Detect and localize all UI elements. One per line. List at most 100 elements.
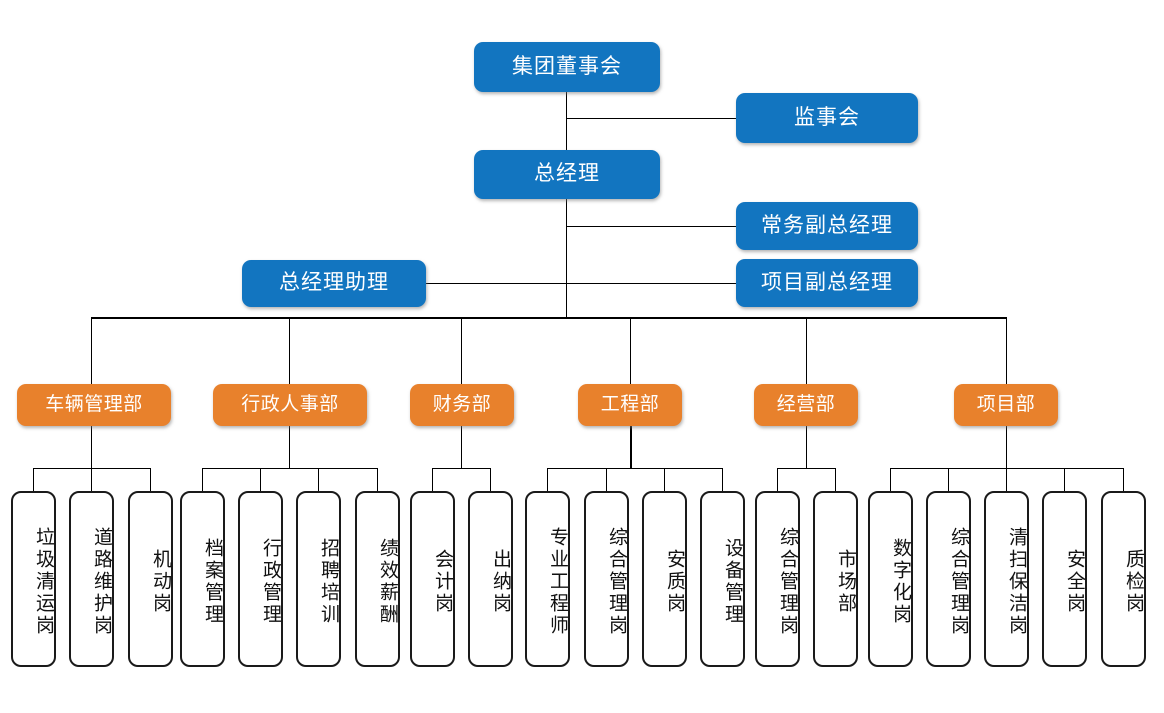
- node-position-safety[interactable]: 安全岗: [1042, 491, 1087, 667]
- node-position-label: 招聘培训: [318, 538, 339, 626]
- node-project-deputy-gm[interactable]: 项目副总经理: [736, 259, 918, 307]
- node-general-manager-label: 总经理: [534, 162, 600, 186]
- node-position-label: 数字化岗: [890, 538, 911, 626]
- connector-dept-1-leaf-0: [202, 468, 203, 491]
- node-department-label: 经营部: [776, 394, 836, 416]
- connector-dept-1-leaf-2: [318, 468, 319, 491]
- connector-dept-2-bus: [432, 468, 490, 469]
- connector-dept-4-drop: [806, 425, 807, 468]
- node-department-label: 项目部: [976, 394, 1036, 416]
- connector-bus-to-dept-5: [1006, 317, 1007, 384]
- node-project-deputy-gm-label: 项目副总经理: [761, 270, 893, 294]
- node-position-label: 安质岗: [664, 549, 685, 615]
- node-position-road-maintenance[interactable]: 道路维护岗: [69, 491, 114, 667]
- connector-dept-1-leaf-1: [260, 468, 261, 491]
- node-position-recruitment-training[interactable]: 招聘培训: [296, 491, 341, 667]
- node-position-project-general-management[interactable]: 综合管理岗: [926, 491, 971, 667]
- node-position-professional-engineer[interactable]: 专业工程师: [525, 491, 570, 667]
- node-position-cleaning-sanitation[interactable]: 清扫保洁岗: [984, 491, 1029, 667]
- connector-to-project-deputy: [566, 283, 736, 284]
- node-position-label: 会计岗: [432, 549, 453, 615]
- connector-dept-1-leaf-3: [377, 468, 378, 491]
- connector-to-supervisory: [566, 118, 736, 119]
- node-gm-assistant-label: 总经理助理: [279, 271, 389, 295]
- node-position-engineering-general-management[interactable]: 综合管理岗: [584, 491, 629, 667]
- connector-dept-1-drop: [289, 425, 290, 468]
- connector-dept-5-leaf-2: [1006, 468, 1007, 491]
- connector-dept-5-leaf-4: [1123, 468, 1124, 491]
- node-department-engineering[interactable]: 工程部: [578, 384, 682, 426]
- connector-dept-0-leaf-2: [150, 468, 151, 491]
- node-position-label: 设备管理: [722, 538, 743, 626]
- node-position-flexible-duty[interactable]: 机动岗: [128, 491, 173, 667]
- connector-dept-5-leaf-0: [890, 468, 891, 491]
- node-position-safety-quality[interactable]: 安质岗: [642, 491, 687, 667]
- node-supervisory-board-label: 监事会: [794, 105, 860, 129]
- connector-dept-2-drop: [461, 425, 462, 468]
- node-department-label: 财务部: [432, 394, 492, 416]
- node-department-admin-hr[interactable]: 行政人事部: [213, 384, 367, 426]
- node-position-marketing[interactable]: 市场部: [813, 491, 858, 667]
- connector-dept-3-leaf-1: [606, 468, 607, 491]
- node-position-equipment-management[interactable]: 设备管理: [700, 491, 745, 667]
- node-department-project[interactable]: 项目部: [954, 384, 1058, 426]
- connector-dept-2-leaf-1: [490, 468, 491, 491]
- connector-board-to-gm: [566, 92, 567, 150]
- node-department-finance[interactable]: 财务部: [410, 384, 514, 426]
- node-position-records-management[interactable]: 档案管理: [180, 491, 225, 667]
- node-position-administration[interactable]: 行政管理: [238, 491, 283, 667]
- node-position-label: 机动岗: [150, 549, 171, 615]
- node-position-label: 行政管理: [260, 538, 281, 626]
- node-position-label: 出纳岗: [490, 549, 511, 615]
- node-position-label: 清扫保洁岗: [1006, 527, 1027, 637]
- node-executive-deputy-gm-label: 常务副总经理: [761, 213, 893, 237]
- node-position-label: 绩效薪酬: [377, 538, 398, 626]
- node-position-performance-compensation[interactable]: 绩效薪酬: [355, 491, 400, 667]
- node-position-accounting[interactable]: 会计岗: [410, 491, 455, 667]
- node-position-label: 综合管理岗: [777, 527, 798, 637]
- connector-to-executive-deputy: [566, 226, 736, 227]
- node-position-digitalization[interactable]: 数字化岗: [868, 491, 913, 667]
- connector-dept-2-leaf-0: [432, 468, 433, 491]
- node-executive-deputy-gm[interactable]: 常务副总经理: [736, 202, 918, 250]
- node-position-waste-collection[interactable]: 垃圾清运岗: [11, 491, 56, 667]
- connector-bus-to-dept-0: [91, 317, 92, 384]
- connector-bus-to-dept-4: [806, 317, 807, 384]
- node-supervisory-board[interactable]: 监事会: [736, 93, 918, 143]
- node-position-label: 综合管理岗: [606, 527, 627, 637]
- connector-dept-3-leaf-0: [547, 468, 548, 491]
- connector-gm-to-lower: [566, 199, 567, 317]
- connector-dept-5-leaf-1: [948, 468, 949, 491]
- node-department-vehicle-management[interactable]: 车辆管理部: [17, 384, 171, 426]
- connector-dept-3-leaf-3: [722, 468, 723, 491]
- node-department-label: 工程部: [600, 394, 660, 416]
- connector-dept-0-drop: [91, 425, 92, 468]
- connector-dept-4-leaf-1: [835, 468, 836, 491]
- connector-dept-1-bus: [202, 468, 377, 469]
- node-position-quality-inspection[interactable]: 质检岗: [1101, 491, 1146, 667]
- node-position-label: 专业工程师: [547, 527, 568, 637]
- node-position-label: 档案管理: [202, 538, 223, 626]
- connector-dept-0-leaf-1: [91, 468, 92, 491]
- connector-dept-3-drop: [630, 425, 632, 468]
- node-gm-assistant[interactable]: 总经理助理: [242, 260, 426, 307]
- node-general-manager[interactable]: 总经理: [474, 150, 660, 199]
- node-position-label: 综合管理岗: [948, 527, 969, 637]
- node-position-label: 道路维护岗: [91, 527, 112, 637]
- connector-dept-3-leaf-2: [664, 468, 665, 491]
- node-department-operations[interactable]: 经营部: [754, 384, 858, 426]
- node-position-operations-general-management[interactable]: 综合管理岗: [755, 491, 800, 667]
- connector-to-assistant: [426, 283, 566, 284]
- node-board[interactable]: 集团董事会: [474, 42, 660, 92]
- connector-bus-to-dept-2: [461, 317, 462, 384]
- connector-dept-0-leaf-0: [33, 468, 34, 491]
- connector-bus-to-dept-3: [630, 317, 631, 384]
- node-department-label: 行政人事部: [241, 394, 339, 416]
- connector-dept-4-bus: [777, 468, 835, 469]
- node-department-label: 车辆管理部: [45, 394, 143, 416]
- node-position-cashier[interactable]: 出纳岗: [468, 491, 513, 667]
- node-position-label: 安全岗: [1064, 549, 1085, 615]
- connector-bus-to-dept-1: [289, 317, 290, 384]
- node-board-label: 集团董事会: [512, 54, 622, 78]
